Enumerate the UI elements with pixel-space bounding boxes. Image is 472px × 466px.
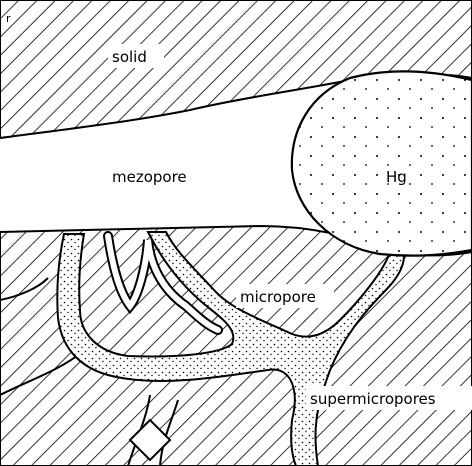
supermicropores-label: supermicropores bbox=[310, 390, 436, 408]
mercury-droplet-dots bbox=[292, 71, 472, 255]
micropore-label: micropore bbox=[240, 288, 316, 306]
hg-label: Hg bbox=[386, 168, 407, 186]
solid-label: solid bbox=[112, 48, 147, 66]
corner-mark: r bbox=[6, 12, 11, 25]
mezopore-label: mezopore bbox=[112, 168, 187, 186]
